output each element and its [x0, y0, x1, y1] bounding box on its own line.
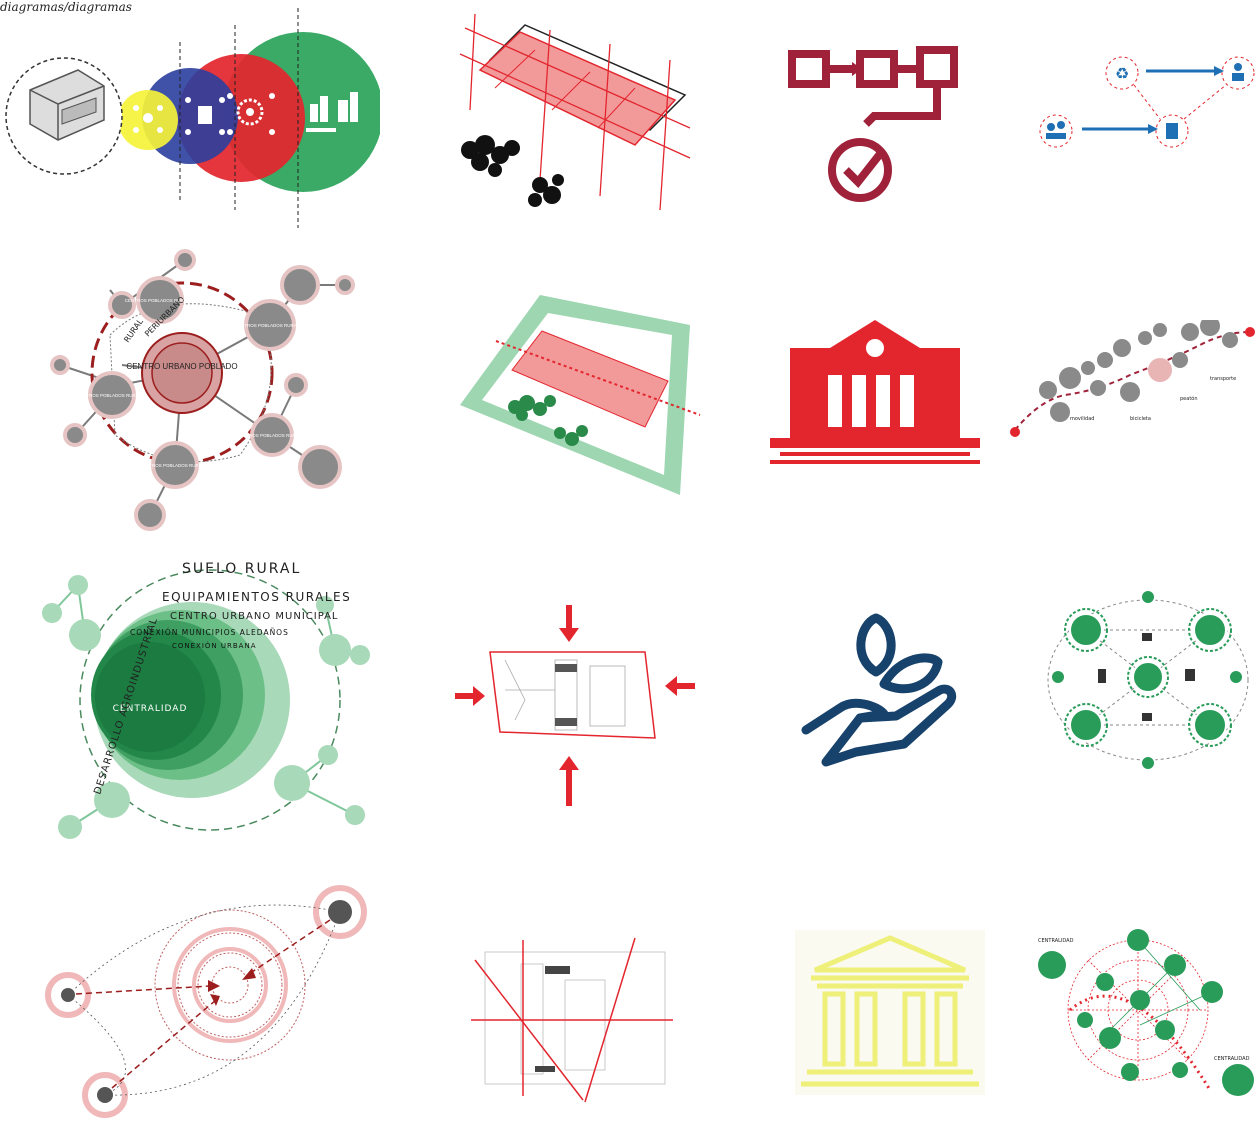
hub-satellite-label: CENTROS POBLADOS RURALES — [140, 463, 211, 468]
convergence-diagram — [455, 600, 695, 810]
nested-ring3-label: CONEXIÓN MUNICIPIOS ALEDAÑOS — [130, 628, 289, 637]
hub-satellite-label: CENTROS POBLADOS RURALES — [77, 393, 148, 398]
nested-core-label: CENTRALIDAD — [113, 704, 188, 714]
route-label: movilidad — [1070, 416, 1094, 422]
town-hall-icon — [770, 320, 980, 465]
radial-focus-diagram — [40, 870, 390, 1125]
nested-outer-label: SUELO RURAL — [182, 561, 301, 577]
hub-satellite-label: CENTROS POBLADOS RURALES — [237, 433, 308, 438]
building-icon — [1166, 123, 1178, 139]
people-icon — [1046, 121, 1066, 139]
site-axes-diagram — [465, 930, 685, 1110]
venn-diagram — [0, 0, 380, 230]
green-network-diagram — [1040, 585, 1256, 775]
hub-ring-outer-label: RURAL — [122, 317, 145, 344]
route-label: peatón — [1180, 395, 1198, 402]
route-label: bicicleta — [1130, 416, 1151, 422]
nested-ring4-label: CONEXIÓN URBANA — [172, 641, 257, 650]
person-icon — [1234, 63, 1242, 71]
recycle-icon: ♻ — [1115, 64, 1129, 83]
hub-satellite-label: CENTROS POBLADOS RURALES — [125, 298, 196, 303]
route-label: transporte — [1210, 376, 1236, 382]
hub-diagram: CENTRO URBANO POBLADO PERIURBANO RURAL C… — [40, 245, 380, 535]
network-label: CENTRALIDAD — [1214, 1056, 1250, 1062]
community-icon — [185, 97, 225, 135]
gear-network-icon — [227, 93, 275, 135]
city-skyline-icon — [306, 92, 358, 132]
site-plan-red — [440, 0, 700, 230]
site-plan-green — [460, 295, 710, 505]
nested-ring1-label: EQUIPAMIENTOS RURALES — [162, 590, 351, 604]
hand-plant-icon — [800, 612, 960, 772]
hub-center-label: CENTRO URBANO POBLADO — [126, 362, 237, 371]
route-diagram: movilidad bicicleta peatón transporte — [1010, 320, 1256, 450]
caption: diagramas/diagramas — [0, 0, 132, 14]
building-sketch-icon — [29, 69, 105, 141]
people-network-icon — [133, 105, 163, 133]
process-flow-icon — [770, 20, 970, 210]
network-label: CENTRALIDAD — [1038, 938, 1074, 944]
institutional-building-icon — [795, 930, 985, 1095]
hub-satellite-label: CENTROS POBLADOS RURALES — [235, 323, 306, 328]
cycle-flow-diagram: ♻ — [1030, 45, 1256, 165]
centrality-network-diagram: CENTRALIDAD CENTRALIDAD — [1030, 920, 1256, 1120]
nested-ring2-label: CENTRO URBANO MUNICIPAL — [170, 611, 339, 622]
nested-circles-diagram: CENTRALIDAD SUELO RURAL EQUIPAMIENTOS RU… — [30, 555, 380, 850]
